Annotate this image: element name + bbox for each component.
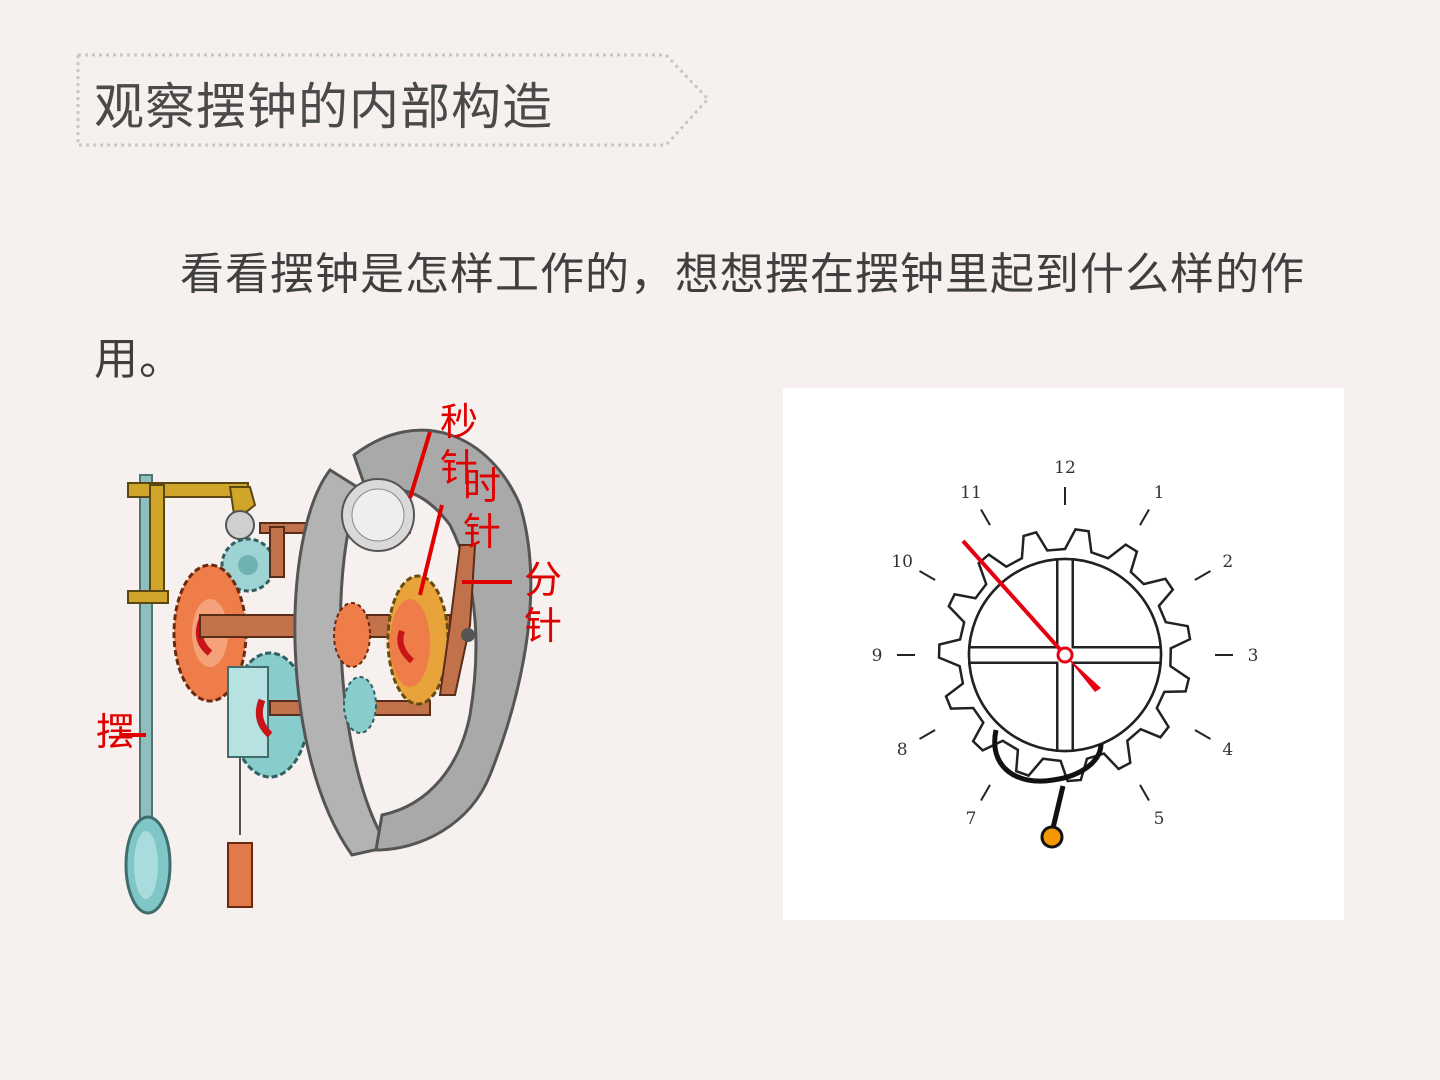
clock-mechanism-illustration xyxy=(120,428,533,915)
crutch-bracket xyxy=(127,482,257,604)
hour-tick xyxy=(1194,729,1211,740)
second-hand-label: 秒针 xyxy=(440,400,479,490)
hour-tick xyxy=(1194,570,1211,581)
clock-mechanism-figure: 秒针 时针 分针 摆 xyxy=(90,395,570,925)
clock-number: 1 xyxy=(1154,483,1165,503)
clock-number: 5 xyxy=(1154,809,1165,829)
hand-gears xyxy=(333,544,477,734)
clock-number: 3 xyxy=(1248,646,1259,666)
clock-number: 10 xyxy=(891,552,913,572)
clock-number: 7 xyxy=(966,809,977,829)
hour-tick xyxy=(980,784,991,801)
clock-hands xyxy=(961,539,1101,692)
hour-tick xyxy=(980,509,991,526)
clock-number: 2 xyxy=(1222,552,1233,572)
pendulum xyxy=(124,474,172,915)
title-frame xyxy=(76,53,711,147)
title-box: 观察摆钟的内部构造 xyxy=(76,53,712,149)
pendulum-anchor xyxy=(992,729,1104,849)
clock-number: 9 xyxy=(872,646,883,666)
clock-number: 8 xyxy=(897,740,908,760)
page-title: 观察摆钟的内部构造 xyxy=(94,78,553,136)
pendulum-label: 摆 xyxy=(96,710,135,754)
hour-hand-label: 时针 xyxy=(463,464,502,554)
clock-ticks xyxy=(897,487,1233,801)
hour-tick xyxy=(919,570,936,581)
clock-number: 12 xyxy=(1054,458,1076,478)
label-leader-lines xyxy=(120,431,512,737)
hour-tick xyxy=(1139,784,1150,801)
instruction-paragraph: 看看摆钟是怎样工作的，想想摆在摆钟里起到什么样的作用。 xyxy=(94,249,1305,385)
minute-hand-label: 分针 xyxy=(524,558,563,648)
hour-tick xyxy=(919,729,936,740)
clock-number: 4 xyxy=(1222,740,1233,760)
hour-tick xyxy=(1139,509,1150,526)
clock-number: 11 xyxy=(960,483,982,503)
